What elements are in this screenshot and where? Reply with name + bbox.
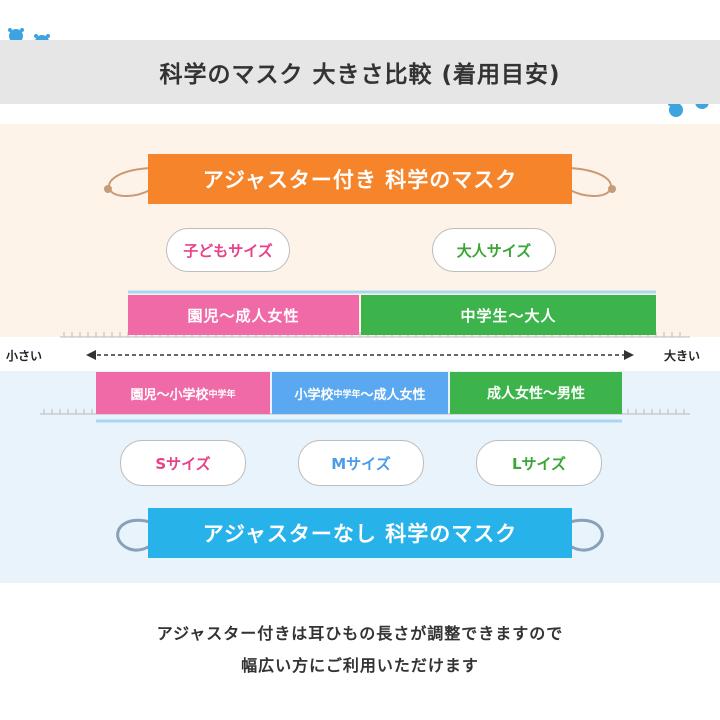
kids-size-label: 子どもサイズ (183, 241, 273, 260)
page-title: 科学のマスク 大きさ比較 (着用目安) (0, 40, 720, 104)
s-range-bar: 園児～小学校中学年 (96, 372, 270, 414)
l-range-bar: 成人女性～男性 (450, 372, 622, 414)
l-size-label: Lサイズ (511, 454, 567, 473)
no-adjuster-banner: アジャスターなし 科学のマスク (148, 508, 572, 558)
m-size-pill: Mサイズ (298, 440, 424, 486)
m-range-main: 小学校 (294, 387, 334, 403)
small-label: 小さい (6, 349, 43, 363)
large-label: 大きい (664, 349, 701, 363)
s-size-pill: Sサイズ (120, 440, 246, 486)
l-size-pill: Lサイズ (476, 440, 602, 486)
s-range-sub: 中学年 (208, 389, 236, 400)
kids-range-bar: 園児～成人女性 (128, 295, 359, 335)
footer-line-1: アジャスター付きは耳ひもの長さが調整できますので (156, 624, 564, 643)
footer-line-2: 幅広い方にご利用いただけます (241, 656, 479, 675)
adjuster-banner: アジャスター付き 科学のマスク (148, 154, 572, 204)
adult-range-bar: 中学生～大人 (361, 295, 656, 335)
adult-size-label: 大人サイズ (456, 241, 532, 260)
ear-loop-icon (116, 518, 604, 552)
m-range-bar: 小学校中学年～成人女性 (272, 372, 448, 414)
m-range-sub: 中学年 (333, 389, 361, 400)
adult-size-pill: 大人サイズ (432, 228, 556, 272)
s-range-main: 園児～小学校 (130, 387, 209, 403)
size-arrow (86, 350, 634, 360)
kids-size-pill: 子どもサイズ (166, 228, 290, 272)
m-range-end: ～成人女性 (360, 387, 426, 403)
s-size-label: Sサイズ (155, 454, 211, 473)
m-size-label: Mサイズ (331, 454, 391, 473)
